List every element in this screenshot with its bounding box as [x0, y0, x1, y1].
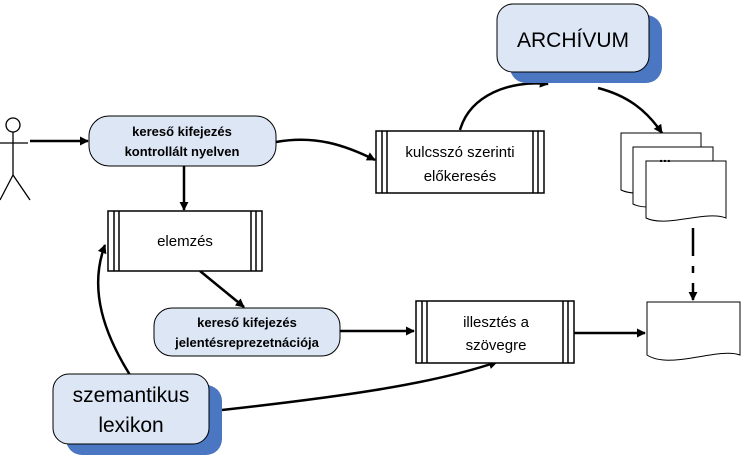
semantic-lexicon-node: szemantikus lexikon: [52, 373, 222, 455]
documents-ellipsis: ...: [659, 149, 671, 165]
document-stack-icon: ...: [620, 132, 727, 222]
connectors: [30, 78, 698, 412]
arrow-query-to-keyword-search: [275, 138, 376, 162]
arrow-keyword-search-to-archive: [458, 78, 549, 131]
analysis-process: elemzés: [107, 210, 263, 272]
query-semantic-line1: kereső kifejezés: [197, 315, 297, 330]
analysis-label: elemzés: [157, 233, 213, 250]
query-semantic-representation-node: kereső kifejezés jelentésreprezetnációja: [153, 307, 341, 357]
arrow-analysis-to-semantic: [199, 270, 245, 308]
archive-label: ARCHÍVUM: [517, 29, 629, 52]
keyword-search-process: kulcsszó szerinti előkeresés: [375, 130, 545, 194]
query-controlled-line2: kontrollált nyelven: [125, 144, 240, 159]
lexicon-line1: szemantikus: [73, 384, 190, 407]
query-semantic-line2: jelentésreprezetnációja: [174, 335, 320, 350]
keyword-search-line1: kulcsszó szerinti: [405, 144, 514, 161]
lexicon-line2: lexikon: [98, 414, 163, 437]
matching-line2: szövegre: [466, 337, 527, 354]
user-actor-icon: [0, 117, 31, 201]
result-document-icon: [646, 301, 741, 361]
matching-process: illesztés a szövegre: [415, 300, 575, 364]
arrow-lexicon-to-analysis: [96, 244, 132, 376]
archive-node: ARCHÍVUM: [496, 3, 662, 83]
arrow-archive-to-documents: [597, 86, 664, 134]
query-controlled-language-node: kereső kifejezés kontrollált nyelven: [88, 115, 277, 167]
arrow-lexicon-to-matching: [221, 360, 498, 412]
keyword-search-line2: előkeresés: [424, 168, 497, 185]
query-controlled-line1: kereső kifejezés: [132, 124, 232, 139]
matching-line1: illesztés a: [463, 314, 530, 331]
